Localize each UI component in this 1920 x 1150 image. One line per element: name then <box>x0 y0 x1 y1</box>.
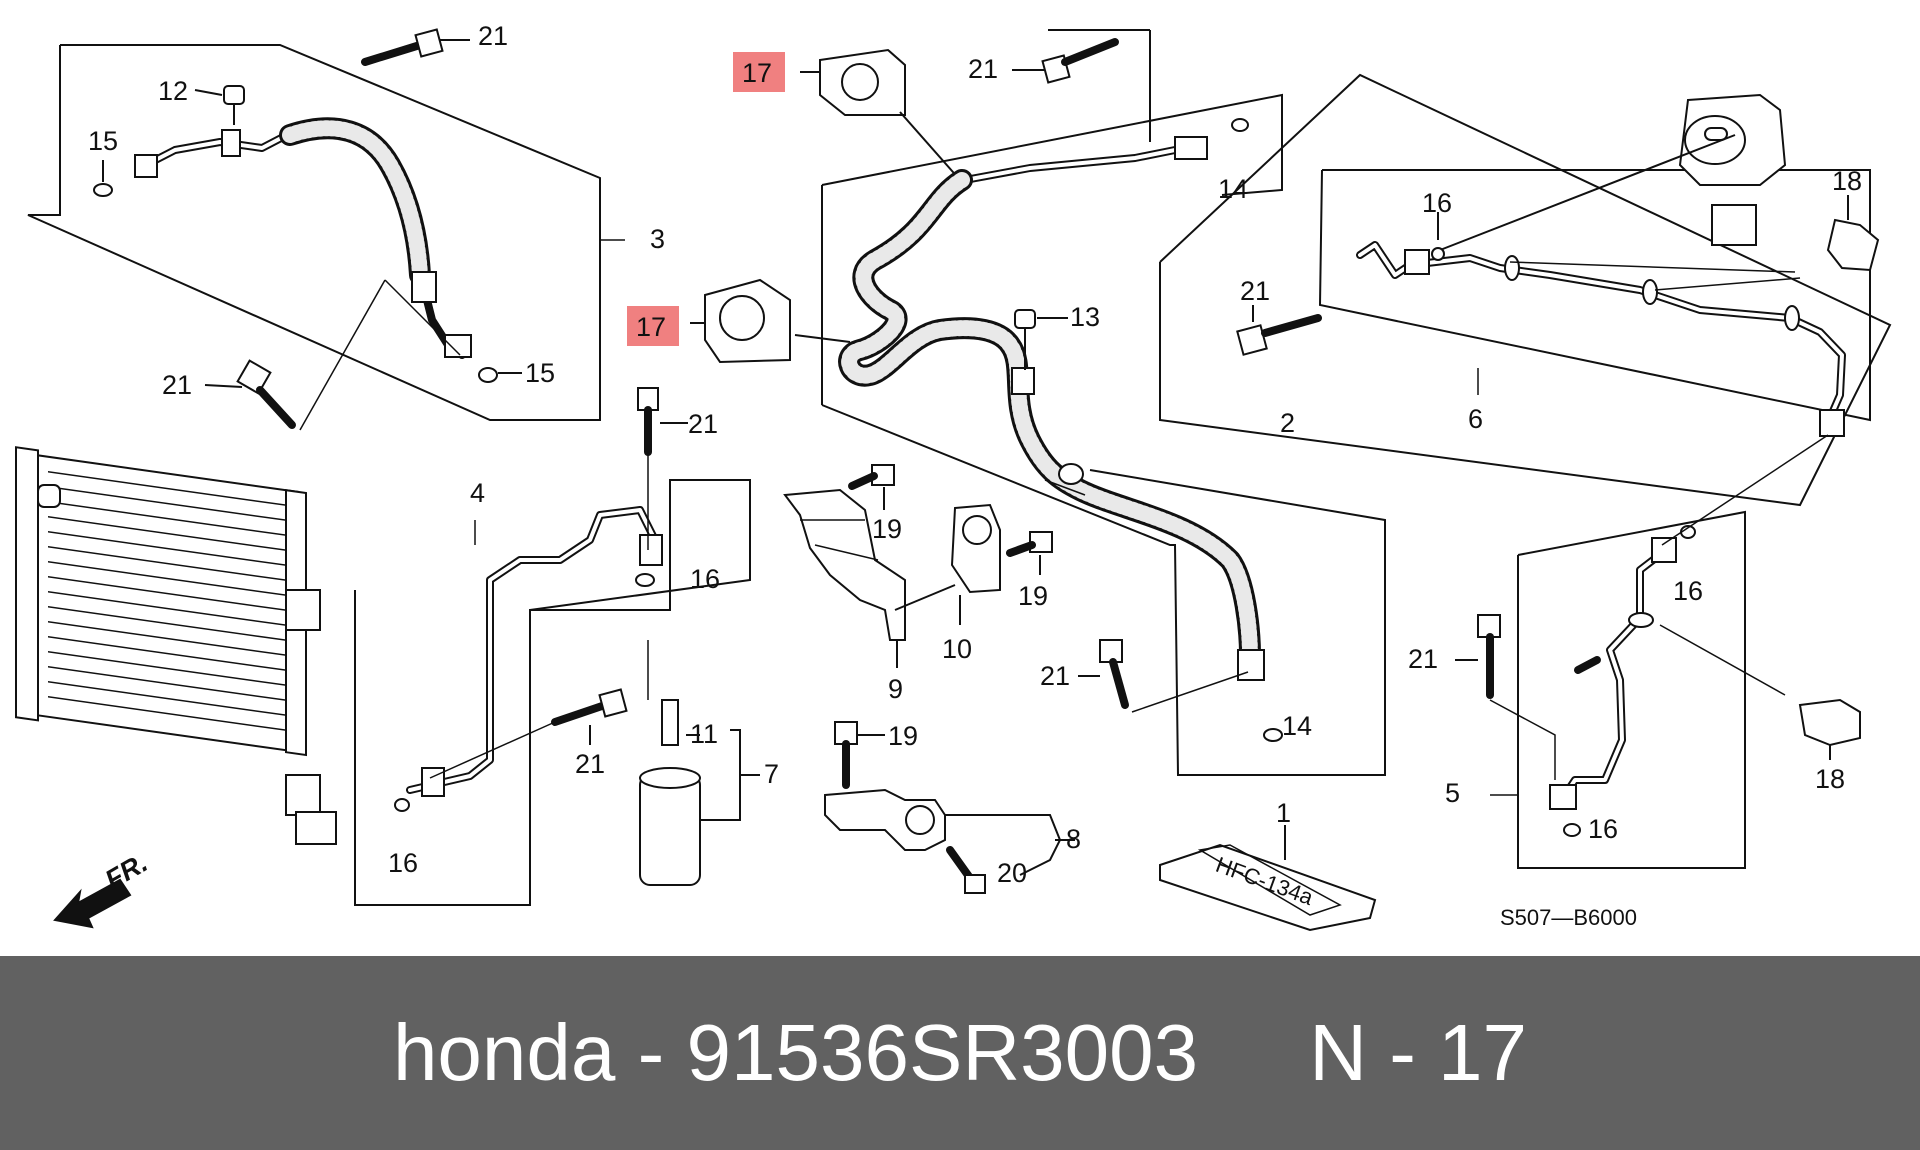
bolt-21-line-5 <box>1455 614 1556 780</box>
cap-13 <box>1014 309 1068 370</box>
group-outline-4 <box>354 479 751 906</box>
callout-20: 20 <box>997 858 1027 888</box>
clamp-17-mid <box>690 278 851 364</box>
callout-17: 17 <box>742 58 772 88</box>
callout-21: 21 <box>162 370 192 400</box>
cap-12 <box>194 85 245 125</box>
callout-18: 18 <box>1832 166 1862 196</box>
callout-21: 21 <box>968 54 998 84</box>
callout-8: 8 <box>1066 824 1081 854</box>
callout-17: 17 <box>636 312 666 342</box>
caption-text: honda - 91536SR3003 N - 17 <box>392 1008 1528 1097</box>
callout-16: 16 <box>1588 814 1618 844</box>
bolt-21-condenser <box>429 688 628 779</box>
callout-16: 16 <box>1422 188 1452 218</box>
callout-13: 13 <box>1070 302 1100 332</box>
callout-21: 21 <box>1408 644 1438 674</box>
callout-21: 21 <box>478 21 508 51</box>
callout-15: 15 <box>88 126 118 156</box>
diagram-code: S507—B6000 <box>1500 905 1637 930</box>
highlight-17-mid <box>627 306 679 346</box>
callout-21: 21 <box>1240 276 1270 306</box>
bolt-19-b <box>1006 531 1053 575</box>
callout-9: 9 <box>888 674 903 704</box>
bolt-21-mid-left <box>204 359 296 429</box>
bolt-19-a <box>848 464 895 510</box>
group-outline-3 <box>27 44 625 421</box>
callout-1: 1 <box>1276 798 1291 828</box>
callout-11: 11 <box>690 719 718 749</box>
bracket-8 <box>824 721 1075 894</box>
hose-3 <box>134 117 472 359</box>
callout-4: 4 <box>470 478 485 508</box>
pipe-6 <box>1356 241 1846 437</box>
callout-16: 16 <box>388 848 418 878</box>
front-arrow: FR. <box>53 847 153 929</box>
pipe-4 <box>394 506 663 812</box>
oring-15-b <box>478 367 522 383</box>
callout-3: 3 <box>650 224 665 254</box>
group-outline-5 <box>1490 510 1746 869</box>
caption-bar: honda - 91536SR3003 N - 17 <box>0 956 1920 1150</box>
callout-21: 21 <box>1040 661 1070 691</box>
callout-labels: 21 12 15 3 21 15 17 21 14 17 13 16 18 21… <box>88 21 1862 888</box>
callout-16: 16 <box>690 564 720 594</box>
callout-14: 14 <box>1218 174 1248 204</box>
group-outline-suction <box>821 29 1386 776</box>
callout-21: 21 <box>688 409 718 439</box>
receiver-dryer-7 <box>639 640 760 886</box>
callout-19: 19 <box>872 514 902 544</box>
clamp-18-bottom <box>1798 698 1861 760</box>
callout-2: 2 <box>1280 408 1295 438</box>
callout-5: 5 <box>1445 778 1460 808</box>
callout-19: 19 <box>888 721 918 751</box>
oring-15-a <box>93 160 113 197</box>
callout-10: 10 <box>942 634 972 664</box>
callout-18: 18 <box>1815 764 1845 794</box>
bolt-21-receiver <box>637 387 688 550</box>
condenser <box>15 446 337 845</box>
pipe-5 <box>1549 434 1829 837</box>
callout-19: 19 <box>1018 581 1048 611</box>
callout-16: 16 <box>1673 576 1703 606</box>
highlight-17-top <box>733 52 785 92</box>
callout-21: 21 <box>575 749 605 779</box>
callout-14: 14 <box>1282 711 1312 741</box>
label-sticker-1: HFC-134a <box>1159 825 1377 932</box>
evaporator-connector <box>1678 93 1787 246</box>
callout-6: 6 <box>1468 404 1483 434</box>
suction-hose <box>838 118 1283 742</box>
clamp-10 <box>894 503 1001 625</box>
clamp-17-top <box>800 48 961 181</box>
clamp-18-top <box>1509 195 1880 291</box>
bracket-9 <box>783 488 906 668</box>
ac-parts-diagram: HFC-134a <box>15 21 1892 932</box>
bolt-21-top-left <box>361 28 470 66</box>
bolt-21-suction <box>1078 639 1249 713</box>
callout-12: 12 <box>158 76 188 106</box>
callout-15: 15 <box>525 358 555 388</box>
bolt-21-top-center <box>1012 38 1119 84</box>
bolt-21-line-6 <box>1236 305 1322 356</box>
callout-7: 7 <box>764 759 779 789</box>
